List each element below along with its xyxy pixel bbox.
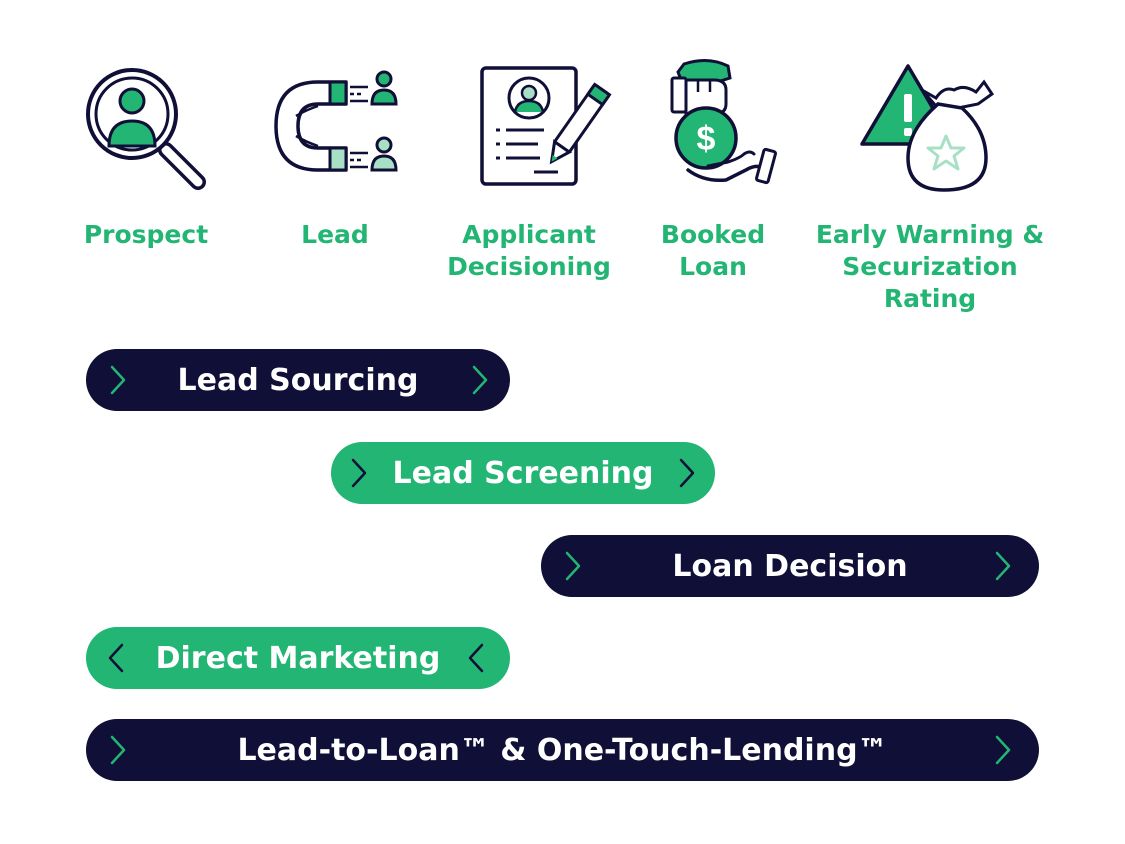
chevron-right-icon <box>110 365 126 395</box>
stage-label-applicant-decisioning: Applicant Decisioning <box>447 220 611 281</box>
svg-text:$: $ <box>697 120 716 158</box>
bar-label-loan-decision: Loan Decision <box>672 548 908 584</box>
chevron-right-icon <box>351 458 367 488</box>
stage-label-lead: Lead <box>301 220 369 249</box>
application-form-pencil-icon <box>478 64 612 190</box>
magnet-people-icon <box>272 70 402 184</box>
bar-label-lead-to-loan: Lead-to-Loan™ & One-Touch-Lending™ <box>237 732 888 768</box>
chevron-left-icon <box>468 643 484 673</box>
chevron-right-icon <box>472 365 488 395</box>
stage-label-booked-loan: Booked Loan <box>660 220 766 281</box>
magnifier-person-icon <box>84 66 208 190</box>
chevron-right-icon <box>565 551 581 581</box>
stage-label-early-warning: Early Warning & Securization Rating <box>815 220 1045 313</box>
bar-label-direct-marketing: Direct Marketing <box>155 640 441 676</box>
chevron-right-icon <box>995 551 1011 581</box>
bar-lead-screening: Lead Screening <box>331 442 715 504</box>
chevron-right-icon <box>110 735 126 765</box>
stage-label-prospect: Prospect <box>83 220 209 249</box>
bar-lead-sourcing: Lead Sourcing <box>86 349 510 411</box>
bar-loan-decision: Loan Decision <box>541 535 1039 597</box>
chevron-right-icon <box>995 735 1011 765</box>
chevron-right-icon <box>679 458 695 488</box>
money-bag-hands-icon: $ <box>668 58 780 190</box>
bar-direct-marketing: Direct Marketing <box>86 627 510 689</box>
bar-lead-to-loan: Lead-to-Loan™ & One-Touch-Lending™ <box>86 719 1039 781</box>
bar-label-lead-sourcing: Lead Sourcing <box>177 362 419 398</box>
chevron-left-icon <box>108 643 124 673</box>
warning-money-bag-icon <box>858 60 996 194</box>
bar-label-lead-screening: Lead Screening <box>392 455 654 491</box>
